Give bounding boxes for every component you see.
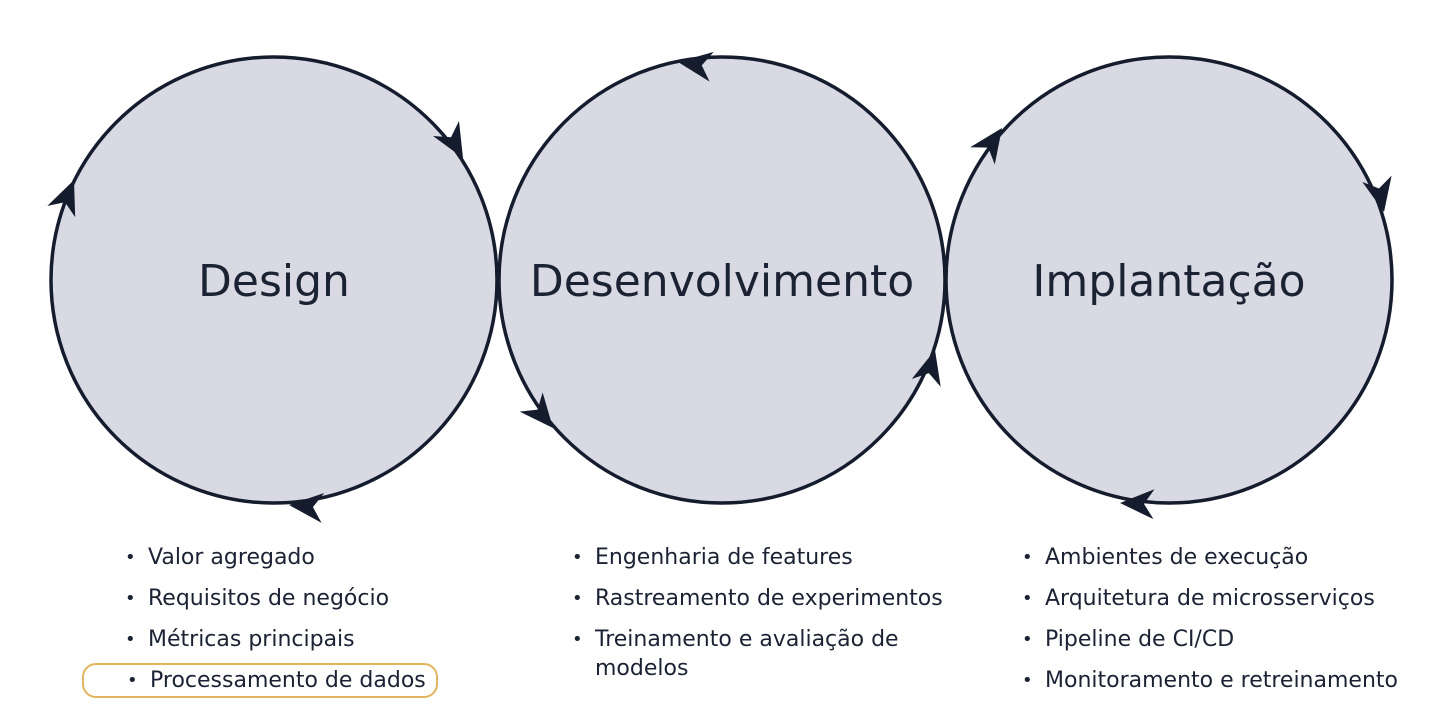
design-title: Design: [198, 256, 350, 307]
deployment-title: Implantação: [1032, 256, 1305, 307]
development-title: Desenvolvimento: [530, 256, 914, 307]
deployment-circle: [944, 55, 1394, 505]
phase-development: Desenvolvimento: [497, 55, 947, 505]
arrowhead-icon: [970, 128, 1002, 165]
design-circle: [49, 55, 499, 505]
arrowhead-icon: [1362, 175, 1392, 212]
list-item: Arquitetura de microsserviços: [1019, 583, 1434, 614]
arrowhead-icon: [1120, 489, 1155, 520]
arrowhead-icon: [433, 121, 463, 158]
deployment-item-list: Ambientes de execução Arquitetura de mic…: [1019, 542, 1434, 706]
list-item: Monitoramento e retreinamento: [1019, 665, 1434, 696]
lifecycle-diagram: Design Desenvolvimento Implantação: [47, 51, 1394, 523]
arrowhead-icon: [519, 392, 553, 428]
arrowhead-icon: [678, 51, 714, 82]
list-item: Treinamento e avaliação de modelos: [569, 624, 969, 684]
list-item: Requisitos de negócio: [122, 583, 502, 614]
list-item: Métricas principais: [122, 624, 502, 655]
list-item: Valor agregado: [122, 542, 502, 573]
list-item: Engenharia de features: [569, 542, 969, 573]
design-item-list: Valor agregado Requisitos de negócio Mét…: [82, 542, 502, 708]
arrowhead-icon: [289, 493, 325, 523]
development-item-list: Engenharia de features Rastreamento de e…: [569, 542, 969, 694]
list-item: Pipeline de CI/CD: [1019, 624, 1434, 655]
list-item-highlighted: Processamento de dados: [82, 663, 438, 698]
list-item: Rastreamento de experimentos: [569, 583, 969, 614]
list-item: Ambientes de execução: [1019, 542, 1434, 573]
phase-design: Design: [49, 55, 499, 505]
arrowhead-icon: [47, 180, 76, 218]
arrowheads: [47, 51, 1392, 523]
arrowhead-icon: [911, 350, 941, 387]
phase-deployment: Implantação: [944, 55, 1394, 505]
